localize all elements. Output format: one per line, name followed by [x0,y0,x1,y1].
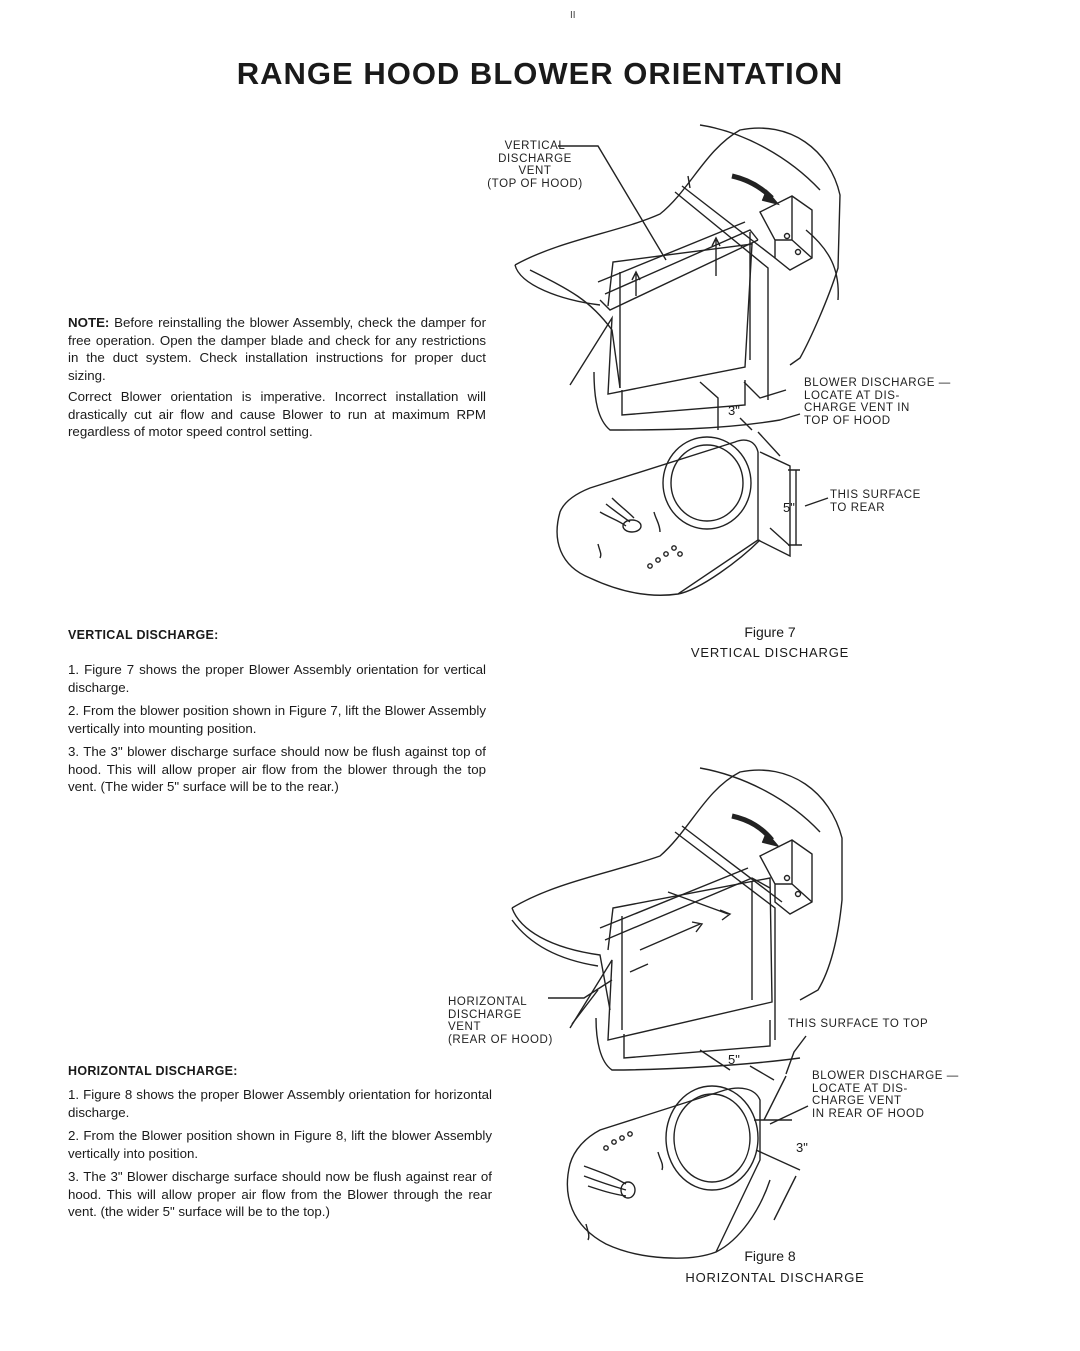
figure-8-subcaption: HORIZONTAL DISCHARGE [685,1270,865,1285]
figure-7-surface-callout: THIS SURFACE TO REAR [830,489,921,514]
note-paragraph: NOTE: Before reinstalling the blower Ass… [68,314,486,384]
figure-8-dimension-5in: 5" [728,1052,740,1067]
horizontal-step-3: 3. The 3" Blower discharge surface shoul… [68,1169,492,1219]
vertical-instructions: 1. Figure 7 shows the proper Blower Asse… [68,661,486,802]
vertical-step-3: 3. The 3" blower discharge surface shoul… [68,744,486,794]
figure-7-dimension-3in: 3" [728,403,740,418]
horizontal-discharge-heading: HORIZONTAL DISCHARGE: [68,1064,238,1078]
figure-7-hood [515,125,840,430]
vertical-discharge-heading: VERTICAL DISCHARGE: [68,628,219,642]
figure-8-vent-callout: HORIZONTAL DISCHARGE VENT (REAR OF HOOD) [448,996,553,1046]
figure-8-blower-callout: BLOWER DISCHARGE — LOCATE AT DIS- CHARGE… [812,1070,959,1120]
vertical-step-2: 2. From the blower position shown in Fig… [68,703,486,736]
horizontal-step-2: 2. From the Blower position shown in Fig… [68,1128,492,1161]
note-text: Before reinstalling the blower Assembly,… [68,315,486,383]
figure-7-blower [557,382,828,595]
figure-8-dimension-3in: 3" [796,1140,808,1155]
horizontal-step-1: 1. Figure 8 shows the proper Blower Asse… [68,1087,492,1120]
figure-8-blower [567,1036,808,1258]
page-title: RANGE HOOD BLOWER ORIENTATION [236,56,844,91]
figure-7-dimension-5in: 5" [783,500,795,515]
figure-7-vent-callout: VERTICAL DISCHARGE VENT (TOP OF HOOD) [487,140,583,190]
horizontal-instructions: 1. Figure 8 shows the proper Blower Asse… [68,1086,492,1227]
page-mark: II [570,10,576,21]
figure-8-caption: Figure 8 [744,1248,796,1264]
warning-paragraph: Correct Blower orientation is imperative… [68,389,486,439]
figure-7-subcaption: VERTICAL DISCHARGE [690,645,850,660]
figure-7-blower-callout: BLOWER DISCHARGE — LOCATE AT DIS- CHARGE… [804,377,951,427]
note-label: NOTE: [68,315,110,330]
figure-7-caption: Figure 7 [744,624,796,640]
figure-8-surface-callout: THIS SURFACE TO TOP [788,1018,929,1030]
note-section: NOTE: Before reinstalling the blower Ass… [68,314,486,445]
figure-8-hood [512,768,842,1070]
vertical-step-1: 1. Figure 7 shows the proper Blower Asse… [68,662,486,695]
